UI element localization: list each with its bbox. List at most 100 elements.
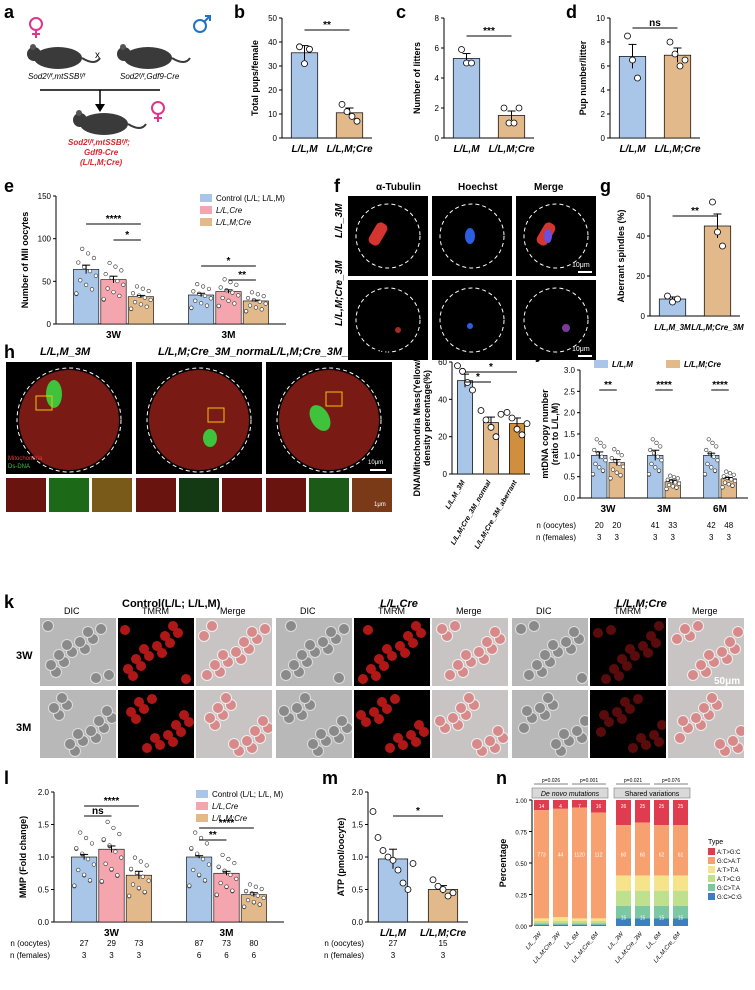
oocyte: [123, 664, 133, 674]
chart-d-ylabel-0: Pup number/litter: [578, 40, 588, 115]
chart-b-ytick-label-1: 10: [268, 110, 277, 119]
chart-m-n-oocytes-0: 27: [389, 939, 398, 948]
chart-l-n-females-4: 6: [224, 951, 229, 960]
chart-e-point-0-0-6: [78, 278, 83, 283]
chart-e-legend-swatch-0: [200, 194, 212, 202]
k-image-g2-c0-r0: [512, 618, 588, 686]
chart-g-point-0-2: [674, 295, 681, 303]
h-zoom-scalebar: 1μm: [374, 502, 386, 508]
k-image-g1-c2-r1: [432, 690, 508, 758]
chart-e-sig-1: *: [125, 230, 129, 241]
chart-n-seg-0-1-0: [553, 800, 568, 809]
chart-n-seg-1-1-1: [635, 822, 650, 876]
oocyte: [168, 621, 178, 631]
chart-j-point-1-1-13: [674, 485, 679, 490]
h-zoom-1-1: [179, 478, 219, 512]
chart-n-seg-1-3-1: [673, 825, 688, 876]
chart-i-ylabel-1: density percentage(%): [422, 370, 432, 466]
panel-letter-k: k: [4, 592, 15, 612]
chart-c-sig: ***: [483, 26, 495, 37]
chart-e-legend-swatch-2: [200, 218, 212, 226]
chart-l-point-0-0-15: [82, 872, 87, 877]
chart-l-bar-0-1: [98, 848, 125, 923]
chart-j-xlabel-0: 3W: [601, 504, 617, 515]
chart-n-ylabel-0: Percentage: [498, 839, 508, 888]
chart-e-point-0-2-2: [144, 304, 149, 309]
oocyte: [280, 669, 292, 681]
offspring-genotype-1: Sod2ᶠ/ᶠ,mtSSBᶠ/ᶠ;: [68, 138, 130, 147]
chart-n-pvalue-1-1: p=0.076: [662, 778, 680, 784]
chart-d-point-0-2: [634, 74, 641, 82]
oocyte: [299, 692, 311, 704]
oocyte: [620, 697, 630, 707]
chart-e-ytick-label-0: 0: [47, 320, 52, 329]
k-image-g0-c0-r1: [40, 690, 116, 758]
chart-g-point-1-1: [714, 228, 721, 236]
chart-c-ytick-label-1: 2: [435, 104, 440, 113]
chart-i-ytick-label-2: 40: [438, 395, 447, 404]
chart-n-seg-0-1-3: [553, 920, 568, 924]
oocyte: [521, 705, 533, 717]
chart-c-ylabel-0: Number of litters: [412, 42, 422, 114]
chart-n-legend-swatch-5: [708, 893, 715, 900]
chart-e-point-1-1-8: [236, 293, 241, 298]
oocyte: [93, 715, 105, 727]
h-zoom-2-1: [309, 478, 349, 512]
chart-n-seg-0-0-4: [534, 923, 549, 925]
chart-d-point-0-1: [629, 56, 636, 64]
oocyte: [408, 638, 418, 648]
chart-n-top-label-0-0: 14: [539, 804, 545, 810]
chart-i-point-0-3: [469, 386, 476, 394]
oocyte: [390, 694, 400, 704]
chart-j-point-2-1-6: [722, 480, 728, 485]
chart-e-point-0-1-10: [115, 278, 120, 284]
chart-i-sig-0: *: [476, 372, 480, 383]
chart-e-point-1-0-6: [193, 298, 198, 303]
chart-j-legend-swatch-0: [594, 360, 608, 368]
chart-c-point-0-2: [468, 59, 475, 67]
chart-j-n-oocytes-5: 48: [724, 521, 733, 530]
chart-j-n-oocytes-0: 20: [595, 521, 604, 530]
chart-g-ytick-label-3: 60: [636, 192, 645, 201]
chart-l-n-females-5: 6: [252, 951, 257, 960]
chart-n-seg-1-1-0: [635, 800, 650, 823]
oocyte: [246, 626, 258, 638]
chart-l-bar-1-1: [213, 872, 240, 923]
chart-b-xlabel-0: L/L,M: [291, 144, 318, 155]
chart-n-pvalue-1-0: p=0.021: [624, 778, 642, 784]
chart-j-xlabel-2: 6M: [713, 504, 727, 515]
oocyte: [291, 702, 303, 714]
chart-e-point-0-2-3: [130, 291, 136, 296]
oocyte: [395, 641, 405, 651]
male-genotype: Sod2ᶠ/ᶠ,Gdf9-Cre: [120, 72, 180, 81]
chart-l-point-1-1-13: [230, 888, 235, 893]
chart-j-ylabel-0: mtDNA copy number: [540, 389, 550, 479]
oocyte: [238, 636, 250, 648]
chart-n-ytick-label-1: 0.25: [515, 894, 527, 900]
oocyte: [695, 659, 707, 671]
chart-n-seg-0-0-5: [534, 924, 549, 926]
chart-b-point-0-2: [306, 45, 313, 53]
oocyte: [724, 636, 736, 648]
k-image-g0-c2-r1: [196, 690, 272, 758]
oocyte: [285, 620, 297, 632]
oocyte: [460, 649, 472, 661]
chart-l-n-oocytes-0: 27: [80, 939, 89, 948]
chart-l-ytick-label-4: 2.0: [38, 788, 50, 797]
oocyte: [72, 728, 84, 740]
chart-l-bar-0-2: [125, 874, 152, 923]
chart-m-ylabel-0: ATP (pmol/oocyte): [336, 818, 346, 897]
oocyte: [630, 651, 640, 661]
chart-e-point-0-1-11: [101, 297, 106, 302]
female-mouse-icon: [27, 44, 101, 69]
chart-j-point-2-1-13: [730, 483, 735, 488]
oocyte: [163, 730, 173, 740]
chart-l-n-females-1: 3: [109, 951, 114, 960]
oocyte: [90, 672, 102, 684]
chart-l-point-1-1-8: [234, 876, 239, 882]
chart-l-n-females-2: 3: [137, 951, 142, 960]
chart-l-point-1-2-10: [255, 893, 260, 898]
oocyte: [638, 641, 648, 651]
chart-j-sig-1: ****: [656, 380, 672, 391]
chart-m-point-0-2: [379, 847, 387, 854]
